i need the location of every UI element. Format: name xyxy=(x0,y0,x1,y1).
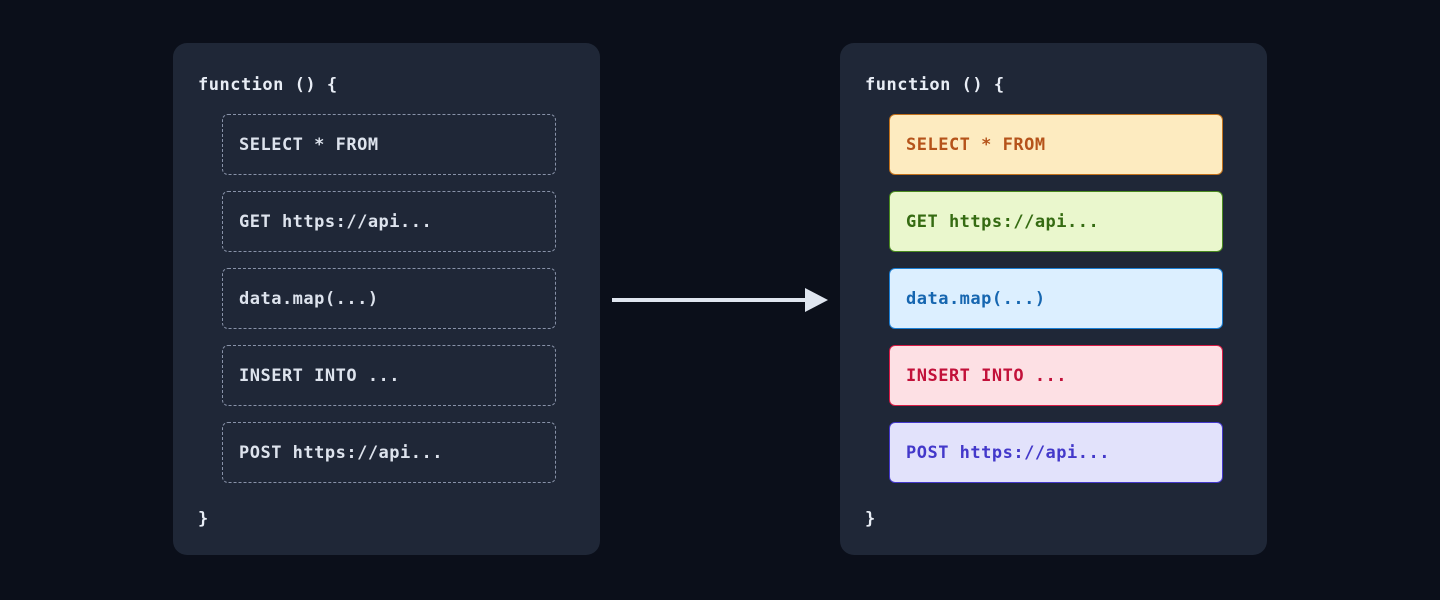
before-function-close: } xyxy=(198,509,209,529)
after-function-close: } xyxy=(865,509,876,529)
tagged-statement-row[interactable]: SELECT * FROM xyxy=(889,114,1223,175)
arrow-right-icon xyxy=(612,288,828,312)
statement-row[interactable]: INSERT INTO ... xyxy=(222,345,556,406)
tagged-statement-row[interactable]: data.map(...) xyxy=(889,268,1223,329)
statement-row[interactable]: POST https://api... xyxy=(222,422,556,483)
before-function-open: function () { xyxy=(198,75,338,95)
statement-label: GET https://api... xyxy=(239,211,433,232)
statement-label: INSERT INTO ... xyxy=(239,365,401,386)
statement-label: SELECT * FROM xyxy=(906,134,1046,155)
statement-label: SELECT * FROM xyxy=(239,134,379,155)
statement-row[interactable]: data.map(...) xyxy=(222,268,556,329)
statement-row[interactable]: SELECT * FROM xyxy=(222,114,556,175)
tagged-statement-row[interactable]: GET https://api... xyxy=(889,191,1223,252)
tagged-statement-row[interactable]: INSERT INTO ... xyxy=(889,345,1223,406)
tagged-statement-row[interactable]: POST https://api... xyxy=(889,422,1223,483)
after-function-open: function () { xyxy=(865,75,1005,95)
before-panel: function () { SELECT * FROM GET https://… xyxy=(173,43,600,555)
transform-arrow xyxy=(612,283,828,317)
statement-label: data.map(...) xyxy=(906,288,1046,309)
before-statement-list: SELECT * FROM GET https://api... data.ma… xyxy=(222,114,556,483)
statement-label: POST https://api... xyxy=(906,442,1110,463)
after-statement-list: SELECT * FROM GET https://api... data.ma… xyxy=(889,114,1223,483)
statement-label: INSERT INTO ... xyxy=(906,365,1068,386)
statement-label: GET https://api... xyxy=(906,211,1100,232)
statement-label: data.map(...) xyxy=(239,288,379,309)
statement-label: POST https://api... xyxy=(239,442,443,463)
after-panel: function () { SELECT * FROM GET https://… xyxy=(840,43,1267,555)
statement-row[interactable]: GET https://api... xyxy=(222,191,556,252)
